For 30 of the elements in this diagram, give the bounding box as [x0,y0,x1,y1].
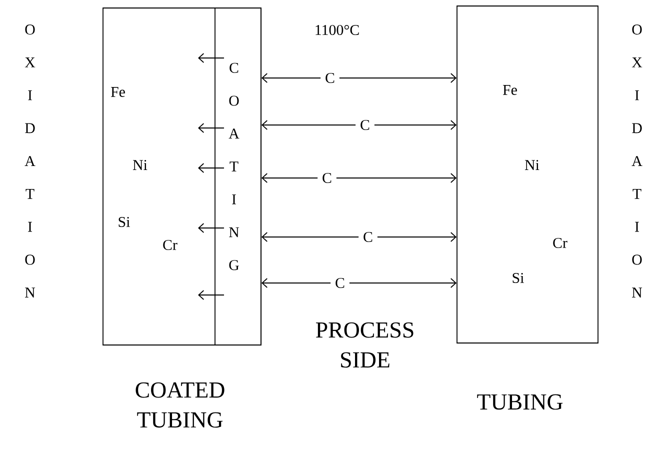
element-label: Si [118,216,130,227]
arrow [377,232,457,242]
carbon-label: C [336,278,344,288]
carbon-label: C [360,120,370,130]
element-label: Cr [163,240,178,250]
arrow [349,278,457,288]
tubing-caption: COATED TUBING [136,382,224,428]
temperature-label: 1100°C [316,24,359,36]
element-label: Fe [502,85,517,95]
carbon-label: C [364,232,372,242]
element-label: Cr [553,238,568,248]
element-label: Fe [110,87,125,97]
element-label: Si [512,272,524,283]
carbon-label: C [322,172,332,183]
tubing-caption: TUBING [477,394,563,410]
process-side-label: PROCESS SIDE [316,322,414,368]
arrow [374,120,457,130]
element-label: Ni [524,160,540,170]
arrow [261,73,322,83]
coating-label: COATING [228,62,240,270]
element-label: Ni [132,160,148,170]
arrow [261,232,360,242]
arrow [336,173,457,183]
arrow [261,278,332,288]
arrow [261,173,318,183]
arrow [339,73,457,83]
oxidation-label: OXIDATION [632,24,642,298]
carbon-label: C [326,72,334,83]
oxidation-label: OXIDATION [24,24,36,298]
arrow [261,120,356,130]
